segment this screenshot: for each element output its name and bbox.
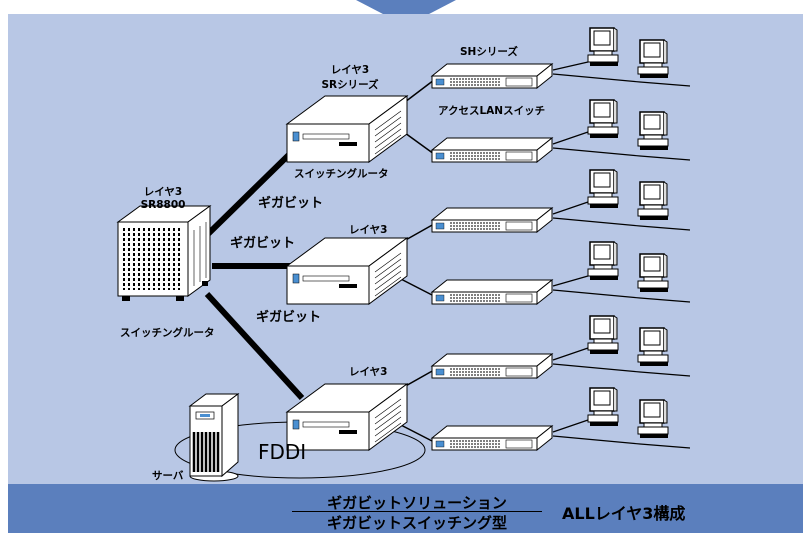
switch-4-icon xyxy=(431,279,553,305)
server-icon xyxy=(188,393,240,482)
fddi-label: FDDI xyxy=(258,440,307,464)
router-mid-icon xyxy=(286,237,408,305)
chassis-router-icon xyxy=(117,205,211,302)
gigabit-label-top: ギガビット xyxy=(258,196,324,211)
router-top-title-line2: SRシリーズ xyxy=(321,79,379,91)
pc-icon xyxy=(637,253,669,293)
core-caption: スイッチングルータ xyxy=(120,327,215,339)
switch-caption: アクセスLANスイッチ xyxy=(438,105,546,117)
footer-title-top: ギガビットソリューション xyxy=(327,494,507,512)
pc-icon xyxy=(587,27,619,67)
pc-icon xyxy=(587,387,619,427)
pc-icon xyxy=(587,169,619,209)
switch-3-icon xyxy=(431,207,553,233)
pc-icon xyxy=(637,327,669,367)
router-top-icon xyxy=(286,95,408,163)
pc-icon xyxy=(637,111,669,151)
pc-icon xyxy=(587,99,619,139)
switch-series-label: SHシリーズ xyxy=(460,46,518,58)
router-top-title-line1: レイヤ3 xyxy=(330,64,370,76)
footer-right-label: ALLレイヤ3構成 xyxy=(562,504,686,523)
router-top-caption: スイッチングルータ xyxy=(294,168,389,180)
router-bottom-title: レイヤ3 xyxy=(349,366,388,378)
gigabit-label-bottom: ギガビット xyxy=(256,310,322,325)
footer-title-divider xyxy=(292,511,542,512)
switch-pc-links xyxy=(552,61,691,449)
pc-icon xyxy=(587,241,619,281)
router-mid-title: レイヤ3 xyxy=(349,224,388,236)
footer-title-bottom: ギガビットスイッチング型 xyxy=(326,514,507,532)
pc-icon xyxy=(637,39,669,79)
pc-icon xyxy=(637,181,669,221)
footer-band xyxy=(8,484,803,533)
trunk-bottom xyxy=(204,291,305,401)
core-title-line2: SR8800 xyxy=(140,199,186,211)
switch-6-icon xyxy=(431,425,553,451)
switch-2-icon xyxy=(431,137,553,163)
pc-icon xyxy=(587,315,619,355)
pc-icon xyxy=(637,399,669,439)
switch-1-icon xyxy=(431,63,553,89)
server-label: サーバ xyxy=(152,470,184,482)
gigabit-label-mid: ギガビット xyxy=(230,236,296,251)
core-title-line1: レイヤ3 xyxy=(143,186,183,198)
switch-5-icon xyxy=(431,353,553,379)
